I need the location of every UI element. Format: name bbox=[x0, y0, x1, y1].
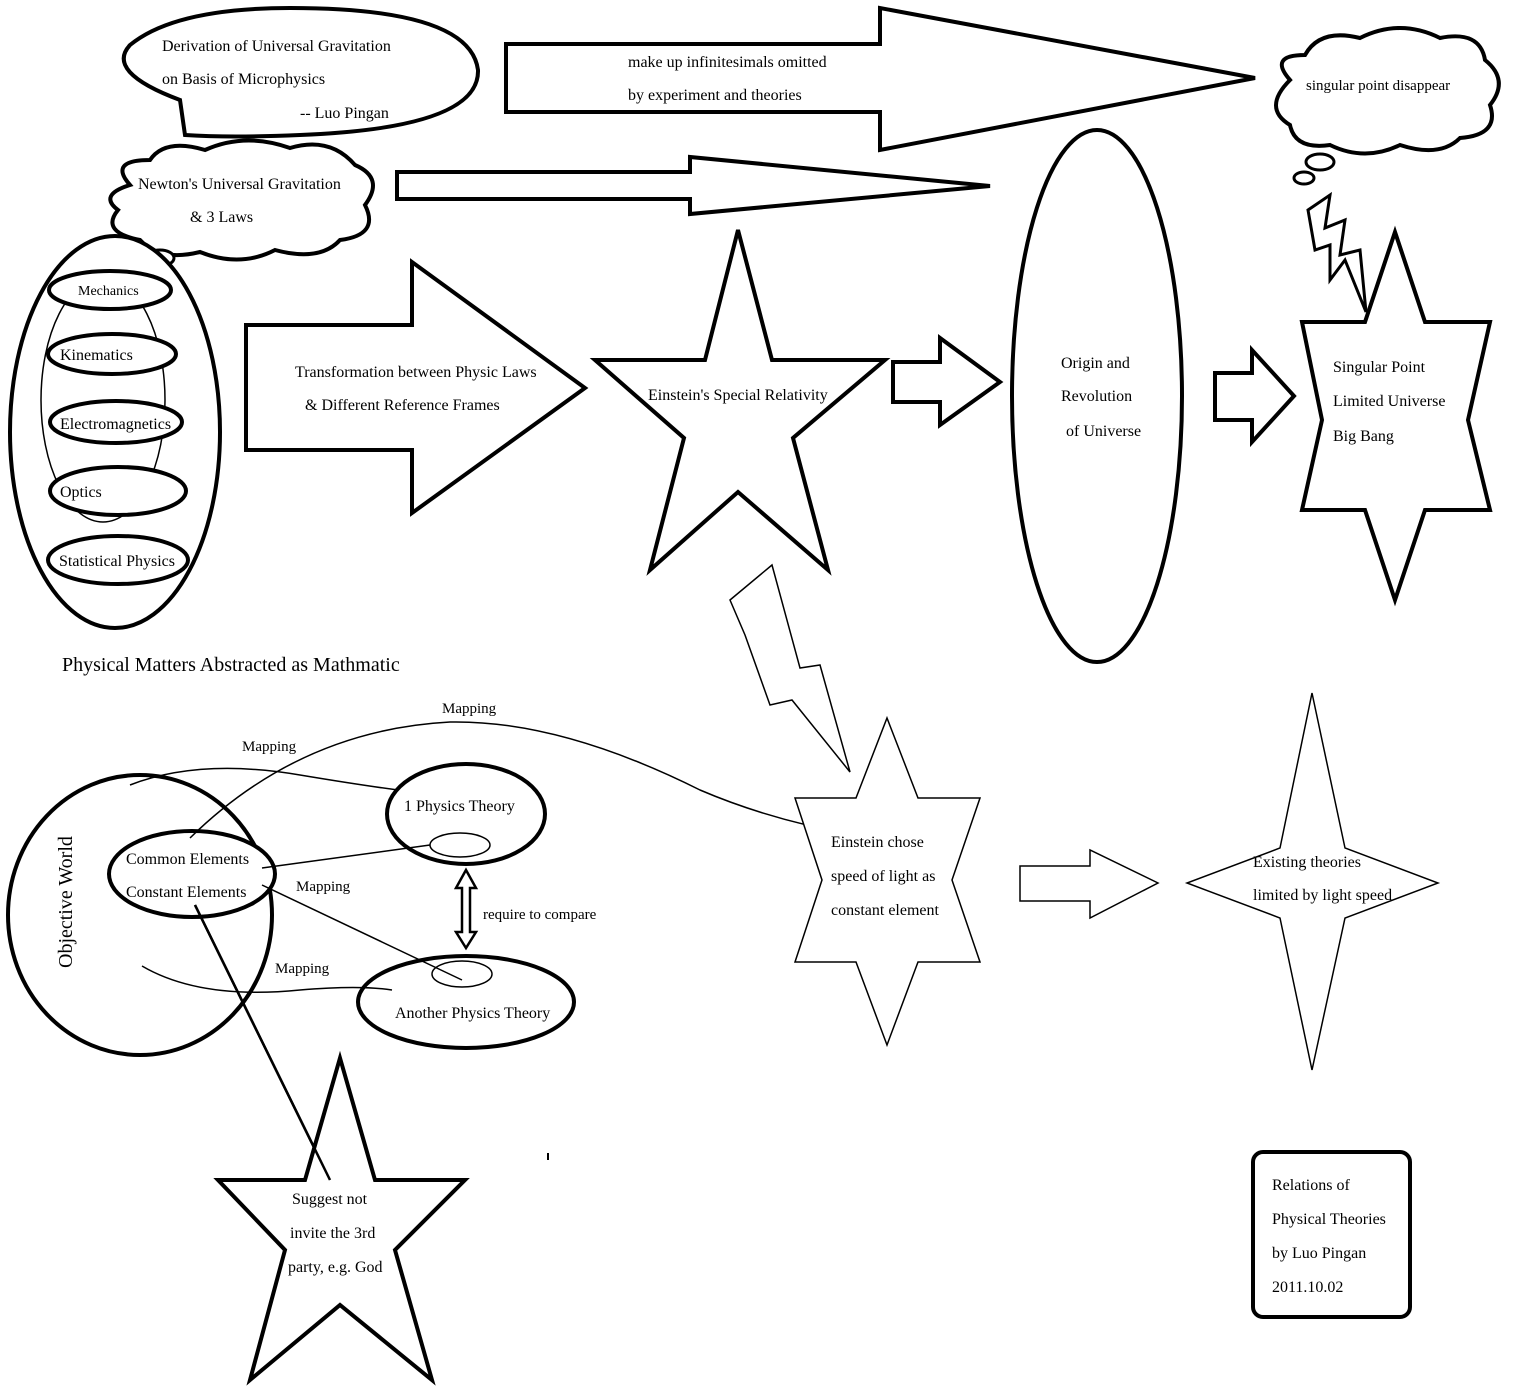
special-relativity-text: Einstein's Special Relativity bbox=[648, 387, 828, 404]
transformation-line-2: & Different Reference Frames bbox=[305, 397, 500, 414]
god-star: Suggest not invite the 3rd party, e.g. G… bbox=[193, 904, 470, 1386]
field-mechanics: Mechanics bbox=[78, 284, 139, 299]
objective-world-group: Objective World Common Elements Constant… bbox=[6, 773, 277, 1057]
field-statistical-ellipse bbox=[46, 534, 190, 586]
derivation-line-2: on Basis of Microphysics bbox=[162, 71, 325, 88]
infinitesimals-arrow: make up infinitesimals omitted by experi… bbox=[504, 5, 1256, 153]
common-elements-text: Common Elements bbox=[126, 851, 249, 868]
compare-label: require to compare bbox=[483, 907, 597, 923]
newton-line-1: Newton's Universal Gravitation bbox=[138, 176, 341, 193]
field-optics: Optics bbox=[60, 484, 102, 501]
caption-line-4: 2011.10.02 bbox=[1272, 1279, 1343, 1296]
newton-to-origin-arrow bbox=[395, 154, 991, 217]
mapping-label-2: Mapping bbox=[242, 739, 297, 755]
caption-box: Relations of Physical Theories by Luo Pi… bbox=[1251, 1150, 1412, 1319]
fields-group: Mechanics Kinematics Electromagnetics Op… bbox=[8, 234, 222, 630]
lightning-bolt-middle-icon bbox=[729, 563, 851, 773]
origin-universe-ellipse: Origin and Revolution of Universe bbox=[1010, 128, 1184, 664]
caption-line-1: Relations of bbox=[1272, 1177, 1350, 1194]
objective-world-label: Objective World bbox=[55, 836, 77, 968]
god-star-line-1: Suggest not bbox=[292, 1191, 368, 1208]
origin-line-1: Origin and bbox=[1061, 355, 1130, 372]
special-relativity-star: Einstein's Special Relativity bbox=[589, 229, 891, 576]
mapping-curve-einstein bbox=[189, 721, 856, 839]
einstein-choice-line-2: speed of light as bbox=[831, 868, 935, 885]
relativity-to-origin-arrow bbox=[891, 334, 1004, 429]
mapping-label-4: Mapping bbox=[275, 961, 330, 977]
field-optics-ellipse bbox=[48, 465, 188, 517]
mapping-curve-bottom bbox=[141, 965, 393, 994]
singular-star-line-1: Singular Point bbox=[1333, 359, 1426, 376]
existing-theories-line-1: Existing theories bbox=[1253, 854, 1361, 871]
existing-theories-star: Existing theories limited by light speed bbox=[1184, 692, 1441, 1071]
origin-line-3: of Universe bbox=[1066, 423, 1141, 440]
caption-line-3: by Luo Pingan bbox=[1272, 1245, 1366, 1262]
einstein-choice-line-1: Einstein chose bbox=[831, 834, 924, 851]
mapping-line-theory-two bbox=[261, 884, 463, 981]
singular-point-cloud: singular point disappear bbox=[1274, 26, 1501, 186]
infinitesimals-line-1: make up infinitesimals omitted bbox=[628, 54, 827, 71]
compare-double-arrow bbox=[453, 867, 479, 951]
abstract-label: Physical Matters Abstracted as Mathmatic bbox=[62, 654, 400, 676]
field-kinematics-ellipse bbox=[46, 332, 178, 376]
derivation-speech-bubble: Derivation of Universal Gravitation on B… bbox=[121, 5, 481, 139]
singular-star-line-2: Limited Universe bbox=[1333, 393, 1445, 410]
field-kinematics: Kinematics bbox=[60, 347, 133, 364]
mapping-curve-top bbox=[129, 767, 399, 791]
field-electromagnetics-ellipse bbox=[48, 399, 184, 445]
newton-line-2: & 3 Laws bbox=[190, 209, 253, 226]
objective-world-ellipse bbox=[6, 773, 274, 1057]
singular-point-star: Singular Point Limited Universe Big Bang bbox=[1299, 225, 1493, 607]
theory-two-group: Another Physics Theory bbox=[356, 954, 576, 1050]
theory-one-group: 1 Physics Theory bbox=[385, 762, 547, 866]
field-electromagnetics: Electromagnetics bbox=[60, 416, 171, 433]
field-mechanics-ellipse bbox=[47, 269, 173, 311]
derivation-line-1: Derivation of Universal Gravitation bbox=[162, 38, 391, 55]
lightning-bolt-icon bbox=[1306, 191, 1368, 313]
origin-line-2: Revolution bbox=[1061, 388, 1132, 405]
god-star-line-2: invite the 3rd bbox=[290, 1225, 375, 1242]
field-statistical-physics: Statistical Physics bbox=[59, 553, 175, 570]
god-star-line-3: party, e.g. God bbox=[288, 1259, 383, 1276]
transformation-line-1: Transformation between Physic Laws bbox=[295, 364, 537, 381]
mapping-label-1: Mapping bbox=[442, 701, 497, 717]
infinitesimals-line-2: by experiment and theories bbox=[628, 87, 802, 104]
mapping-line-theory-one bbox=[261, 844, 431, 869]
mapping-label-3: Mapping bbox=[296, 879, 351, 895]
existing-theories-line-2: limited by light speed bbox=[1253, 887, 1392, 904]
singular-star-line-3: Big Bang bbox=[1333, 428, 1394, 445]
theory-two-text: Another Physics Theory bbox=[395, 1005, 550, 1022]
constant-elements-ellipse bbox=[107, 829, 277, 919]
singular-point-text: singular point disappear bbox=[1306, 78, 1450, 94]
transformation-arrow: Transformation between Physic Laws & Dif… bbox=[244, 258, 589, 517]
einstein-choice-star: Einstein chose speed of light as constan… bbox=[793, 715, 982, 1048]
theory-one-text: 1 Physics Theory bbox=[404, 798, 515, 815]
origin-to-singular-arrow bbox=[1213, 344, 1297, 448]
constant-elements-text: Constant Elements bbox=[126, 884, 246, 901]
einstein-to-existing-arrow bbox=[1019, 848, 1160, 920]
caption-line-2: Physical Theories bbox=[1272, 1211, 1386, 1228]
einstein-choice-line-3: constant element bbox=[831, 902, 940, 919]
derivation-author: -- Luo Pingan bbox=[300, 105, 389, 122]
newton-cloud: Newton's Universal Gravitation & 3 Laws bbox=[108, 138, 375, 276]
